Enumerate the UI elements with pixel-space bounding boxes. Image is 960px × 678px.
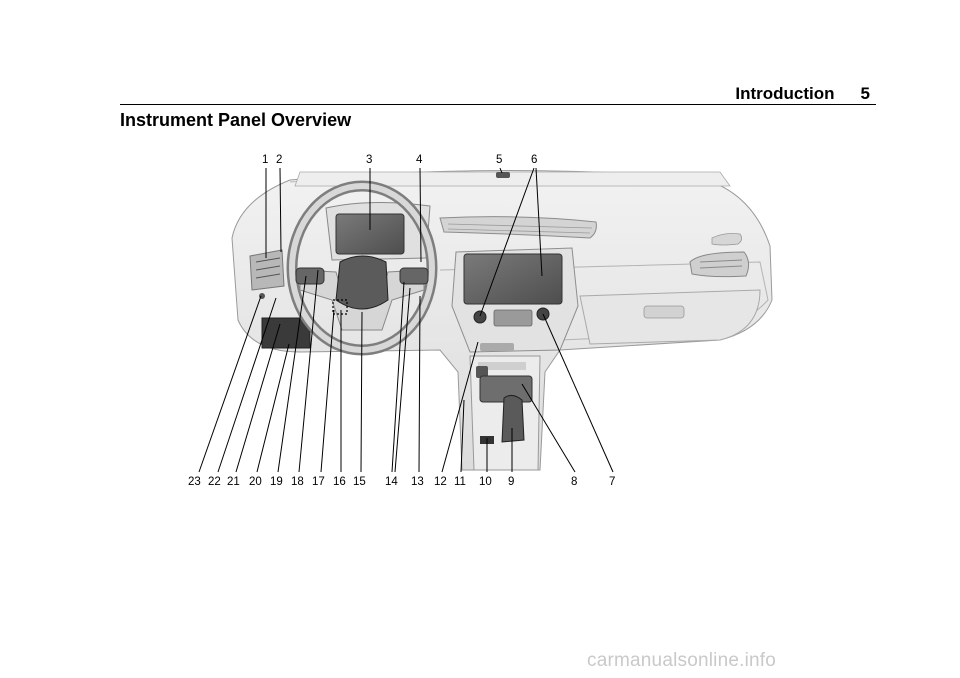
callout-4: 4 — [416, 154, 423, 166]
callout-10: 10 — [479, 476, 492, 488]
callout-14: 14 — [385, 476, 398, 488]
callout-15: 15 — [353, 476, 366, 488]
callout-21: 21 — [227, 476, 240, 488]
callout-13: 13 — [411, 476, 424, 488]
callout-7: 7 — [609, 476, 615, 488]
callout-23: 23 — [188, 476, 201, 488]
bottom-callouts: 23 22 21 20 19 18 17 16 15 14 13 12 11 1… — [188, 476, 615, 488]
header-rule — [120, 104, 876, 105]
page-number: 5 — [860, 84, 870, 103]
callout-17: 17 — [312, 476, 325, 488]
callout-11: 11 — [454, 476, 466, 488]
callout-19: 19 — [270, 476, 283, 488]
callout-9: 9 — [508, 476, 514, 488]
callout-12: 12 — [434, 476, 447, 488]
instrument-cluster — [325, 201, 431, 261]
callout-3: 3 — [366, 154, 372, 166]
section-name: Introduction — [735, 84, 835, 103]
callout-6: 6 — [531, 154, 537, 166]
top-callouts: 1 2 3 4 5 6 — [262, 154, 537, 166]
callout-5: 5 — [496, 154, 502, 166]
callout-8: 8 — [571, 476, 577, 488]
callout-1: 1 — [262, 154, 268, 166]
top-leader-lines — [265, 167, 543, 317]
callout-18: 18 — [291, 476, 304, 488]
callout-22: 22 — [208, 476, 221, 488]
watermark: carmanualsonline.info — [587, 650, 777, 671]
callout-20: 20 — [249, 476, 262, 488]
running-head: Introduction 5 — [735, 84, 870, 104]
callout-2: 2 — [276, 154, 282, 166]
callout-16: 16 — [333, 476, 346, 488]
bottom-leader-lines — [198, 269, 614, 473]
page-title: Instrument Panel Overview — [120, 110, 352, 130]
